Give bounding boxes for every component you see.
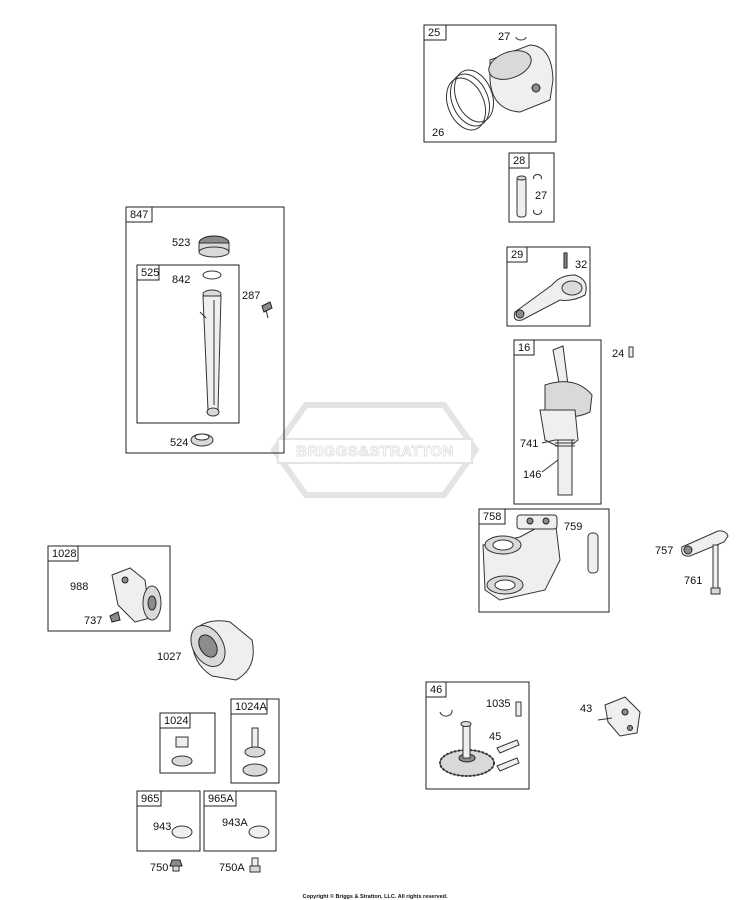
part-label: 737 [84,615,102,627]
part-label: 26 [432,127,444,139]
group-25-piston[interactable]: 25 27 26 [423,24,557,143]
part-label: 27 [498,31,510,43]
group-label: 525 [141,267,159,279]
part-24-key[interactable]: 24 [612,346,634,360]
part-label: 24 [612,348,624,360]
group-46-governor-gear[interactable]: 46 1035 45 [425,681,530,790]
copyright-text: Copyright © Briggs & Stratton, LLC. All … [302,893,448,900]
part-label: 45 [489,731,501,743]
group-label: 1024 [164,715,188,727]
group-1028-filter-adapter[interactable]: 1028 988 737 [47,545,171,632]
part-label: 287 [242,290,260,302]
group-965a[interactable]: 965A 943A [203,790,277,852]
part-label: 32 [575,259,587,271]
part-750a-plug[interactable]: 750A [219,857,261,874]
part-1027-oil-filter[interactable]: 1027 [157,619,254,681]
part-label: 43 [580,703,592,715]
group-965[interactable]: 965 943 [136,790,201,852]
part-label: 988 [70,581,88,593]
part-757-rod[interactable]: 757 [655,530,729,557]
part-label: 759 [564,521,582,533]
part-label: 761 [684,575,702,587]
group-1024a[interactable]: 1024A [230,698,280,784]
group-label: 25 [428,27,440,39]
part-label: 524 [170,437,188,449]
part-label: 842 [172,274,190,286]
group-label: 1028 [52,548,76,560]
part-43-governor-arm[interactable]: 43 [580,696,641,737]
part-750-plug[interactable]: 750 [150,859,183,874]
group-label: 16 [518,342,530,354]
group-16-crankshaft[interactable]: 16 741 146 [513,339,602,505]
group-28-piston-pin[interactable]: 28 27 [508,152,555,223]
part-label: 943 [153,821,171,833]
group-label: 29 [511,249,523,261]
group-1024[interactable]: 1024 [159,712,216,774]
group-525-dipstick-tube[interactable]: 525 842 [136,264,240,424]
group-label: 965 [141,793,159,805]
group-758-bearing-assembly[interactable]: 758 759 [478,508,610,613]
part-label: 27 [535,190,547,202]
part-label: 750A [219,862,245,874]
watermark-text: BRIGGS&STRATTON [296,443,454,460]
group-label: 758 [483,511,501,523]
part-761-bolt[interactable]: 761 [684,544,721,595]
group-label: 847 [130,209,148,221]
group-label: 965A [208,793,234,805]
group-label: 1024A [235,701,267,713]
part-label: 523 [172,237,190,249]
part-label: 757 [655,545,673,557]
part-label: 1035 [486,698,510,710]
group-label: 28 [513,155,525,167]
part-label: 943A [222,817,248,829]
part-label: 146 [523,469,541,481]
part-label: 750 [150,862,168,874]
group-847-dipstick-assembly[interactable]: 847 523 287 524 [125,206,285,454]
part-label: 1027 [157,651,181,663]
briggs-stratton-watermark: BRIGGS&STRATTON [270,402,480,498]
group-29-connecting-rod[interactable]: 29 32 [506,246,591,327]
part-label: 741 [520,438,538,450]
group-label: 46 [430,684,442,696]
